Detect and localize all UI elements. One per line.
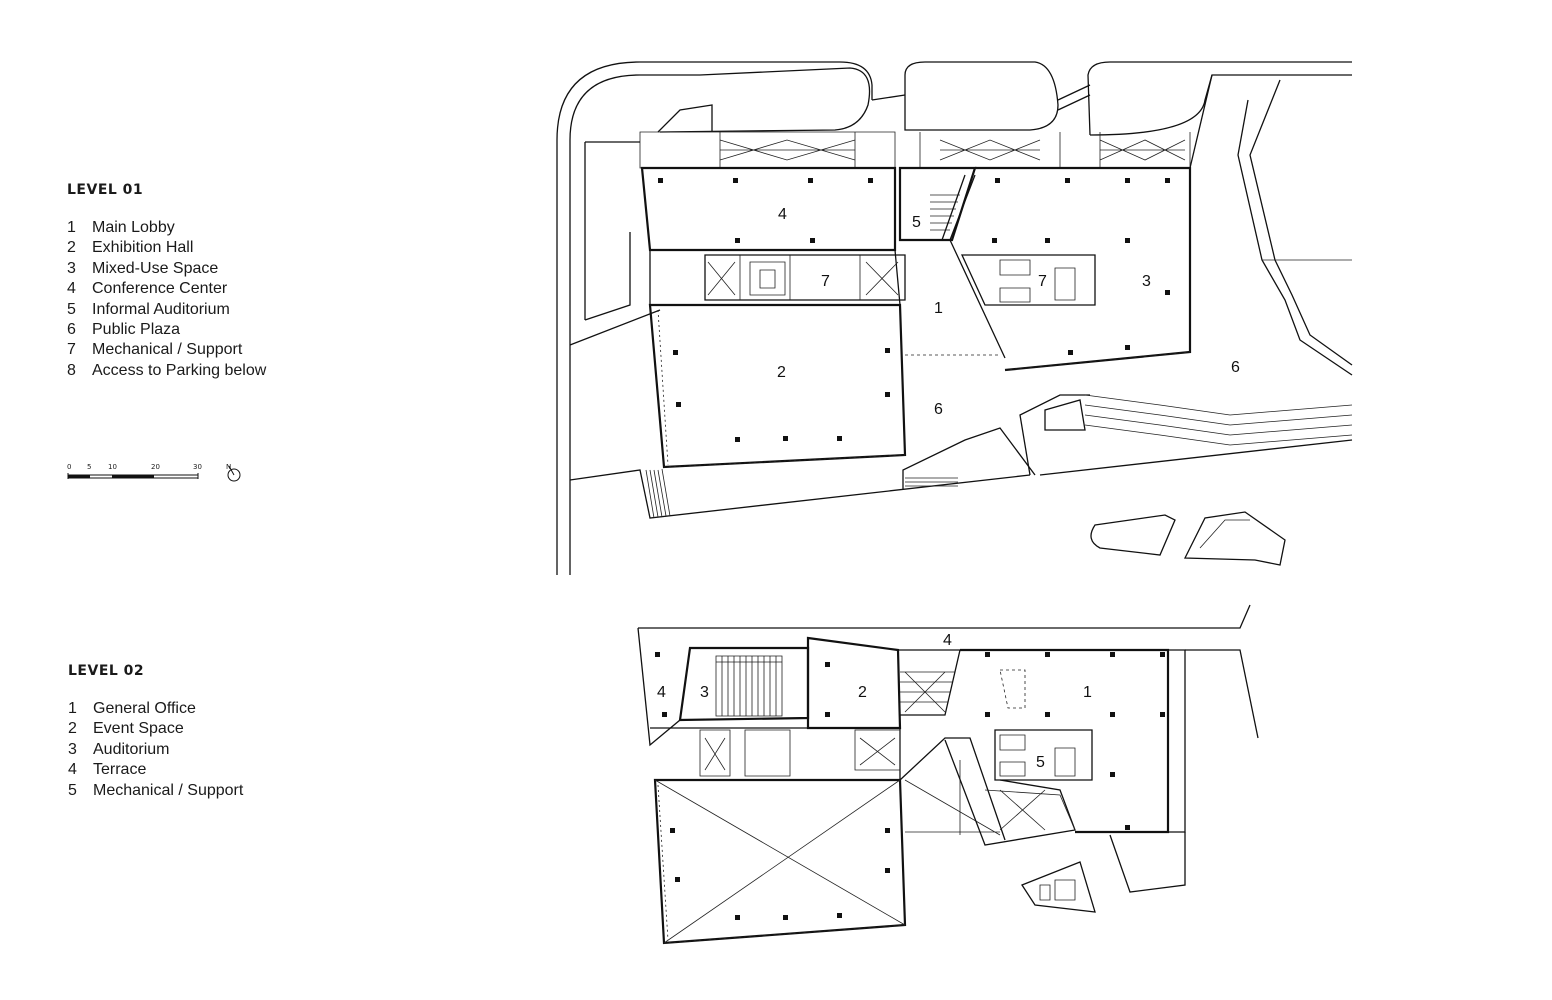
room-tag: 2 — [858, 684, 867, 701]
room-tag: 7 — [1038, 273, 1047, 290]
north-arrow-icon — [227, 465, 241, 482]
room-tag: 4 — [657, 684, 666, 701]
scale-bar: 0 5 10 20 30 N — [66, 463, 256, 493]
room-tag: 7 — [821, 273, 830, 290]
scale-tick-label: 0 — [67, 463, 72, 471]
scale-tick-label: 5 — [87, 463, 92, 471]
scale-bar-graphic — [67, 473, 199, 479]
column-grid — [658, 178, 1170, 442]
scale-tick-label: 20 — [151, 463, 160, 471]
room-tag: 6 — [1231, 359, 1240, 376]
room-tag: 4 — [778, 206, 787, 223]
room-tag: 2 — [777, 364, 786, 381]
scale-tick-label: 10 — [108, 463, 117, 471]
floor-plan-level-01: 4 5 7 7 3 1 2 6 6 — [556, 61, 1353, 575]
room-tag: 1 — [934, 300, 943, 317]
room-tag: 5 — [912, 214, 921, 231]
room-tag: 3 — [700, 684, 709, 701]
legend-title: LEVEL 01 — [67, 182, 144, 198]
room-tag: 6 — [934, 401, 943, 418]
room-tag: 3 — [1142, 273, 1151, 290]
north-arrow-label: N — [226, 463, 232, 471]
column-grid — [655, 652, 1165, 920]
room-tag: 1 — [1083, 684, 1092, 701]
room-tag: 4 — [943, 632, 952, 649]
scale-tick-label: 30 — [193, 463, 202, 471]
legend-title: LEVEL 02 — [68, 663, 145, 679]
floor-plan-level-02: 4 4 3 2 1 5 — [637, 604, 1259, 945]
room-tag: 5 — [1036, 754, 1045, 771]
